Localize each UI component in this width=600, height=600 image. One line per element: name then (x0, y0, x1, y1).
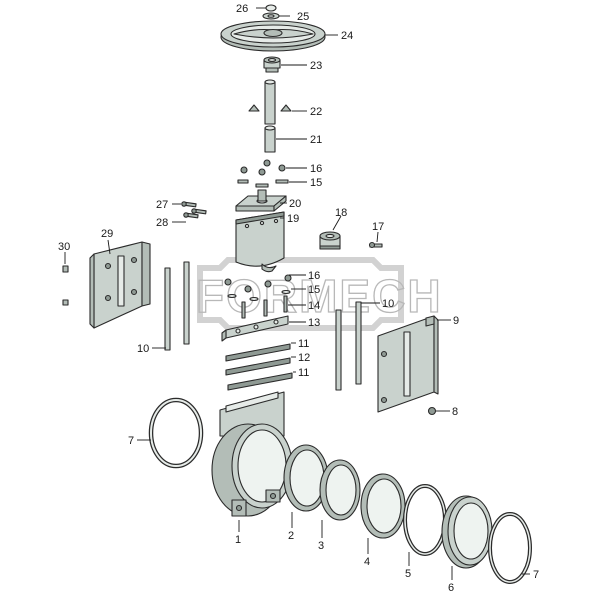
part-13-gland-plate (221, 315, 289, 342)
callout-19: 19 (287, 213, 299, 225)
callout-15-lower: 15 (308, 284, 320, 296)
part-20-yoke-plate (235, 189, 287, 212)
part-11-packing-upper (225, 343, 291, 362)
part-10-left-rods (164, 261, 190, 351)
part-23-hub-nut (263, 56, 281, 73)
callout-10-left: 10 (137, 343, 149, 355)
callout-15-upper: 15 (310, 177, 322, 189)
part-10-right-rods (335, 301, 362, 391)
callout-labels: 26 25 24 23 22 21 16 15 20 19 18 17 27 2… (58, 3, 539, 594)
callout-14: 14 (308, 300, 320, 312)
callout-5: 5 (405, 568, 411, 580)
part-24-handwheel (220, 20, 326, 52)
part-22-stem-upper (248, 79, 292, 125)
part-29-left-bracket (89, 241, 151, 329)
callout-6: 6 (448, 582, 454, 594)
callout-1: 1 (235, 534, 241, 546)
part-12-packing-middle (225, 357, 291, 376)
part-21-stem-lower (264, 125, 276, 153)
callout-7-left: 7 (128, 435, 134, 447)
callout-13: 13 (308, 317, 320, 329)
callout-25: 25 (297, 11, 309, 23)
callout-12: 12 (298, 352, 310, 364)
part-9-right-bracket (377, 315, 439, 413)
part-27-28-bolts (181, 201, 207, 219)
part-11-packing-lower (227, 372, 293, 391)
part-2-seat-ring (283, 444, 329, 512)
part-30-screws (62, 265, 69, 306)
callout-9: 9 (453, 315, 459, 327)
part-5-thin-ring (403, 484, 447, 556)
part-3-ring (319, 459, 361, 521)
part-16-15-14-lower-fasteners (224, 274, 292, 319)
part-16-15-upper-fasteners (237, 159, 289, 188)
part-4-ring (360, 473, 406, 539)
callout-26: 26 (236, 3, 248, 15)
callout-23: 23 (310, 60, 322, 72)
callout-11-lower: 11 (298, 367, 309, 379)
part-1-valve-body (211, 391, 293, 517)
callout-3: 3 (318, 540, 324, 552)
part-17-bolt (368, 241, 383, 249)
callout-10-right: 10 (382, 298, 394, 310)
callout-29: 29 (101, 228, 113, 240)
callout-21: 21 (310, 134, 322, 146)
watermark-gear-shape (197, 257, 404, 331)
part-26-cap (265, 4, 277, 12)
callout-28: 28 (156, 217, 168, 229)
callout-8: 8 (452, 406, 458, 418)
part-6-thick-ring (441, 495, 493, 569)
watermark: FORMECH (195, 257, 441, 331)
callout-4: 4 (364, 556, 370, 568)
callout-11-upper: 11 (298, 338, 309, 350)
callout-2: 2 (288, 530, 294, 542)
part-19-gate-blade (235, 211, 285, 273)
callout-16-lower: 16 (308, 270, 320, 282)
leader-lines (64, 7, 530, 580)
callout-30: 30 (58, 241, 70, 253)
callout-20: 20 (289, 198, 301, 210)
part-18-nut-housing (319, 231, 341, 250)
part-7-o-ring-right (488, 512, 532, 584)
callout-24: 24 (341, 30, 353, 42)
callout-18: 18 (335, 207, 347, 219)
callout-7-right: 7 (533, 569, 539, 581)
callout-17: 17 (372, 221, 384, 233)
callout-16-upper: 16 (310, 163, 322, 175)
callout-22: 22 (310, 106, 322, 118)
callout-27: 27 (156, 199, 168, 211)
part-8-nut (427, 406, 437, 416)
part-25-washer (262, 12, 280, 20)
part-7-o-ring-left (148, 397, 204, 469)
